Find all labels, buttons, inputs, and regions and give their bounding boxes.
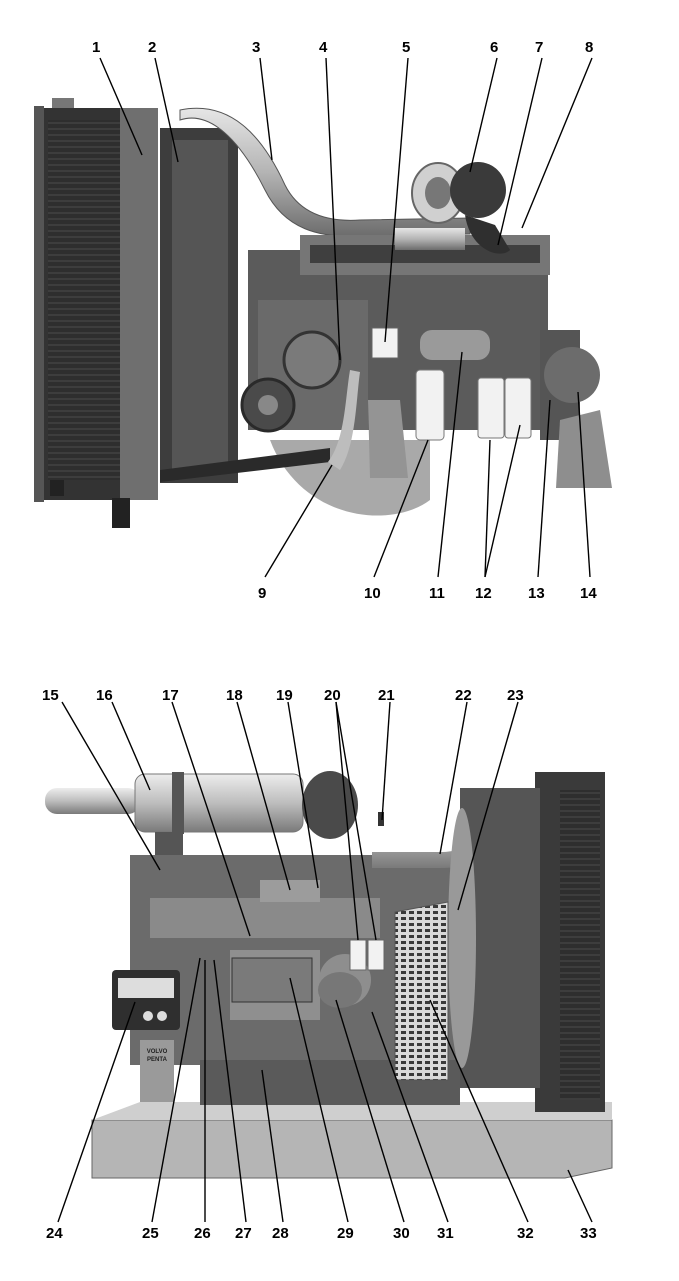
fuel-filter-1	[349, 939, 367, 971]
callout-28: 28	[272, 1225, 289, 1242]
engine-right-side-drawing: VOLVO PENTA 15 16 17 18 19	[42, 687, 613, 1242]
lower-hose	[160, 448, 330, 482]
callout-17: 17	[162, 687, 179, 704]
callout-19: 19	[276, 687, 293, 704]
callout-labels: 15 16 17 18 19 20 21 22 23 24 25 26 27 2…	[42, 687, 597, 1242]
radiator	[448, 772, 605, 1112]
callout-23: 23	[507, 687, 524, 704]
callout-24: 24	[46, 1225, 63, 1242]
callout-18: 18	[226, 687, 243, 704]
callout-8: 8	[585, 39, 593, 56]
fan-guard	[394, 901, 449, 1081]
sensor-box	[371, 327, 399, 359]
starter-motor	[318, 972, 362, 1008]
callout-labels: 1 2 3 4 5 6 7 8 9 10 11 12 13 14	[92, 39, 597, 602]
engine-left-side-drawing: 1 2 3 4 5 6 7 8 9 10 11 12 13 14	[34, 39, 612, 602]
callout-5: 5	[402, 39, 410, 56]
callout-6: 6	[490, 39, 498, 56]
callout-21: 21	[378, 687, 395, 704]
leader-lines	[99, 57, 593, 578]
panel-logo-volvo: VOLVO	[147, 1049, 168, 1055]
callout-1: 1	[92, 39, 100, 56]
callout-26: 26	[194, 1225, 211, 1242]
small-pipe	[378, 812, 384, 826]
coolant-pipe	[328, 370, 360, 470]
valve-cover	[420, 330, 490, 360]
fuel-filter-2	[504, 377, 532, 439]
callout-32: 32	[517, 1225, 534, 1242]
callout-33: 33	[580, 1225, 597, 1242]
callout-25: 25	[142, 1225, 159, 1242]
callout-29: 29	[337, 1225, 354, 1242]
callout-16: 16	[96, 687, 113, 704]
base-frame	[91, 1102, 613, 1179]
callout-7: 7	[535, 39, 543, 56]
control-panel: VOLVO PENTA	[112, 970, 180, 1102]
callout-12: 12	[475, 585, 492, 602]
oil-filter	[415, 369, 445, 441]
fuel-filter-2	[367, 939, 385, 971]
fan-shroud	[160, 128, 238, 483]
callout-31: 31	[437, 1225, 454, 1242]
radiator	[34, 98, 158, 528]
exhaust-manifold	[395, 228, 465, 250]
callout-10: 10	[364, 585, 381, 602]
callout-2: 2	[148, 39, 156, 56]
callout-27: 27	[235, 1225, 252, 1242]
callout-22: 22	[455, 687, 472, 704]
exhaust-silencer	[45, 772, 304, 834]
engine-right-side-figure: VOLVO PENTA 15 16 17 18 19	[0, 640, 679, 1281]
callout-11: 11	[429, 585, 445, 602]
engine-left-side-figure: 1 2 3 4 5 6 7 8 9 10 11 12 13 14	[0, 0, 679, 640]
callout-13: 13	[528, 585, 545, 602]
fuel-filter-1	[477, 377, 505, 439]
callout-4: 4	[319, 39, 328, 56]
callout-3: 3	[252, 39, 260, 56]
leader-lines	[57, 701, 593, 1223]
callout-20: 20	[324, 687, 341, 704]
callout-9: 9	[258, 585, 266, 602]
callout-15: 15	[42, 687, 59, 704]
injection-pump	[231, 957, 313, 1003]
panel-logo-penta: PENTA	[147, 1057, 168, 1063]
callout-14: 14	[580, 585, 597, 602]
callout-30: 30	[393, 1225, 410, 1242]
